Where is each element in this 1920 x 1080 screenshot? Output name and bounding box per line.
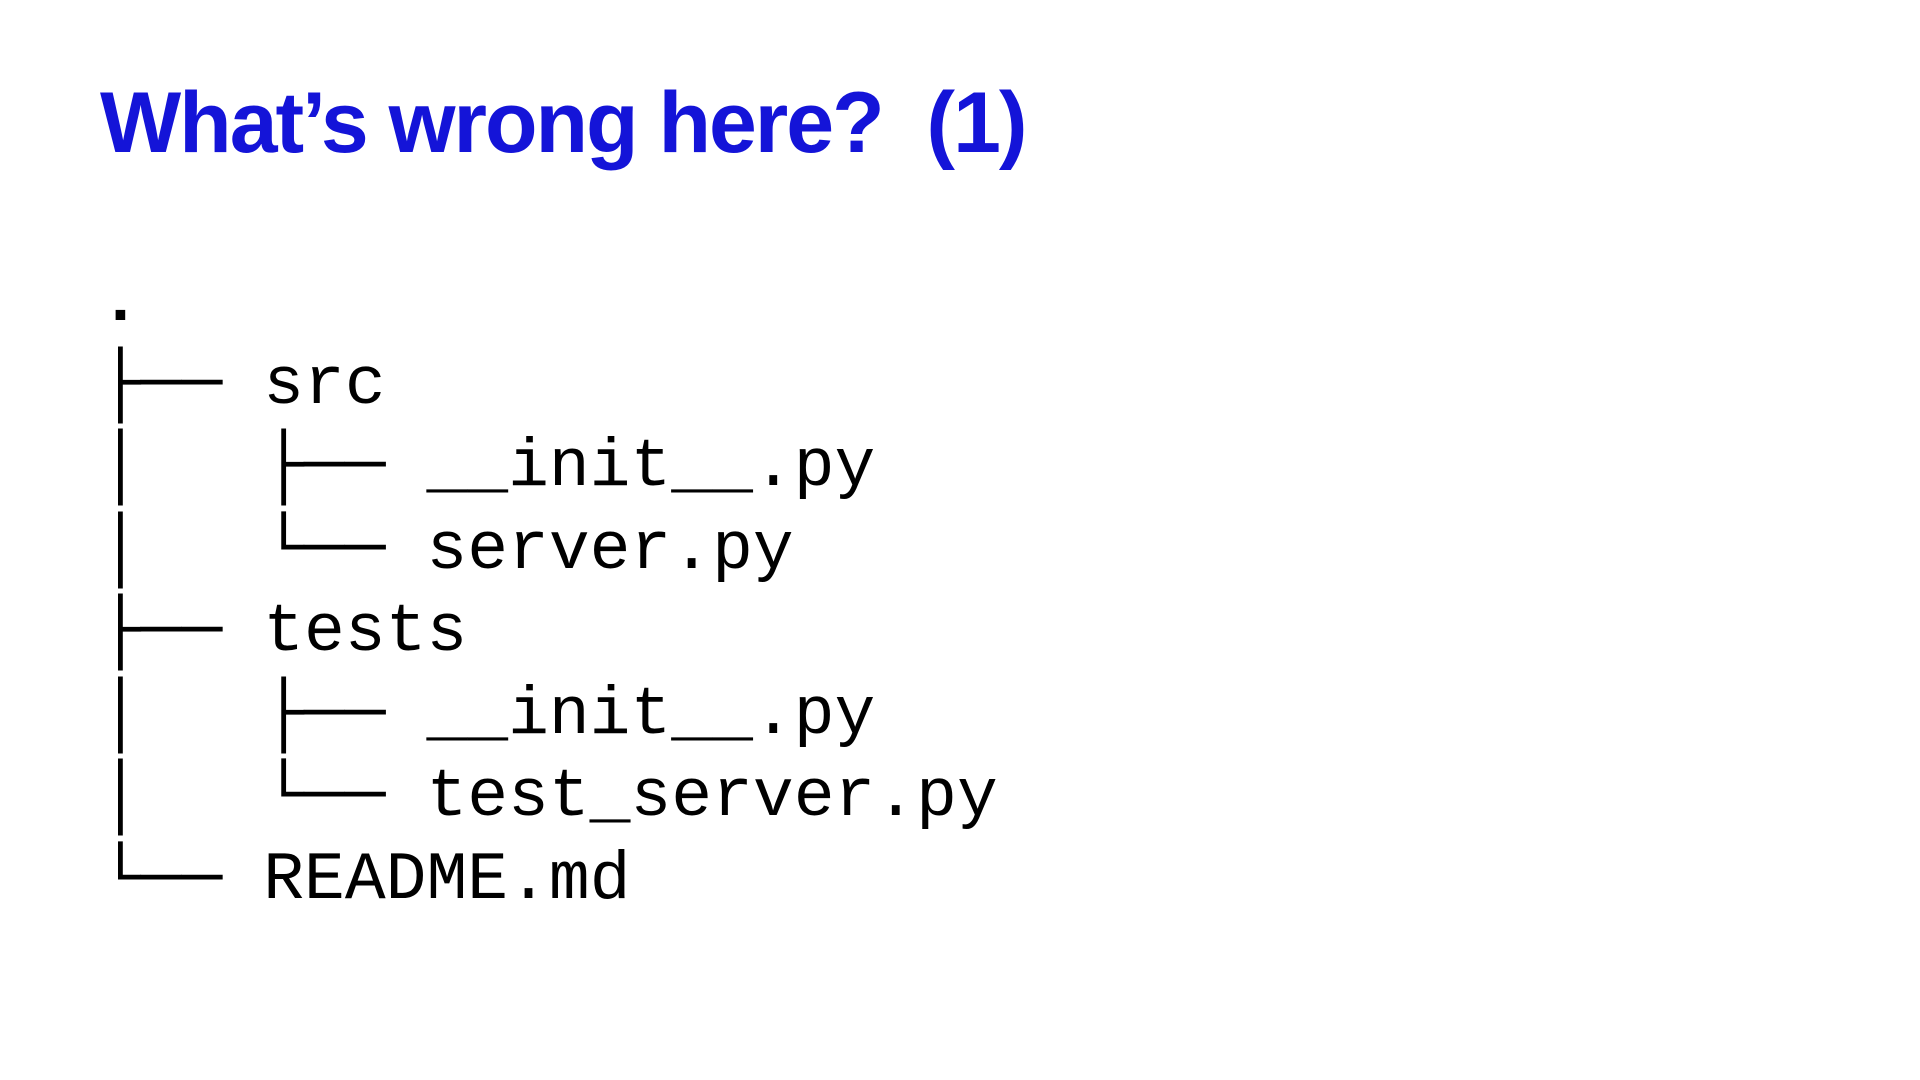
tree-entry-name: README.md [263, 841, 631, 919]
tree-branch: │ ├── [100, 676, 427, 754]
tree-entry-tests: ├── tests [100, 592, 998, 675]
tree-entry-name: __init__.py [426, 429, 876, 506]
tree-branch: ├── [100, 594, 264, 671]
tree-entry-tests-init: │ ├── __init__.py [100, 675, 998, 758]
tree-entry-server: │ └── server.py [100, 510, 998, 593]
directory-tree: . ├── src │ ├── __init__.py │ └── server… [100, 262, 998, 922]
tree-entry-name: test_server.py [426, 759, 998, 836]
tree-branch: │ └── [100, 511, 427, 589]
tree-entry-name: server.py [426, 511, 794, 589]
tree-branch: │ ├── [100, 429, 427, 506]
slide-title: What’s wrong here? (1) [100, 75, 1028, 171]
tree-branch: └── [100, 841, 264, 919]
tree-entry-src-init: │ ├── __init__.py [100, 427, 998, 510]
tree-root: . [100, 264, 141, 341]
tree-entry-name: tests [263, 594, 468, 671]
tree-entry-test-server: │ └── test_server.py [100, 757, 998, 840]
tree-entry-name: src [263, 346, 386, 424]
tree-branch: ├── [100, 346, 264, 424]
tree-branch: │ └── [100, 759, 427, 836]
tree-entry-name: __init__.py [426, 676, 876, 754]
tree-entry-src: ├── src [100, 345, 998, 428]
tree-entry-readme: └── README.md [100, 840, 998, 923]
